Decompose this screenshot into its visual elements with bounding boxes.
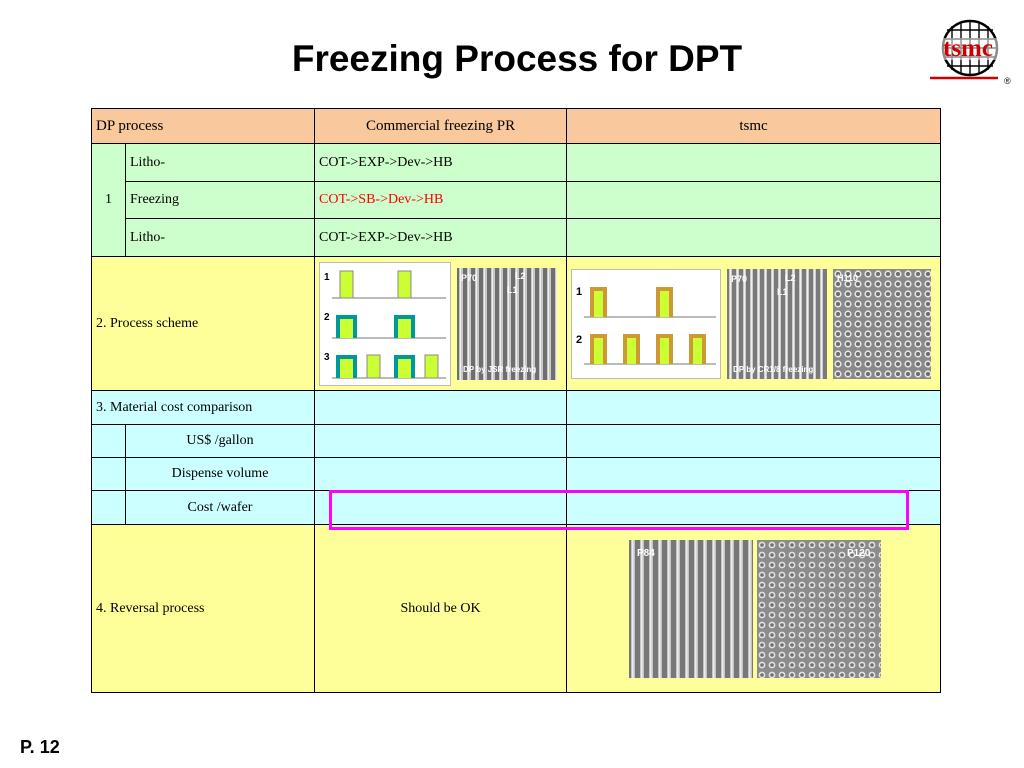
section1-number: 1	[91, 143, 126, 257]
tsmc-process-diagram: 1 2	[571, 268, 722, 379]
sem-tag: P84	[637, 548, 655, 559]
reversal-sem-lines-image: P84	[628, 539, 753, 678]
diagram-step-label: 3	[324, 352, 330, 363]
sem-label: L1	[507, 285, 518, 295]
section1-row2-tsmc	[566, 181, 942, 219]
reversal-sem-holes-image: P120	[756, 539, 881, 678]
section3-row1-label: US$ /gallon	[124, 424, 316, 458]
section1-row1-commercial: COT->EXP->Dev->HB	[314, 143, 568, 182]
sem-tag: P70	[731, 274, 747, 284]
slide-title: Freezing Process for DPT	[291, 38, 743, 79]
table-row: Cost /wafer	[91, 490, 942, 525]
diagram-step-label: 1	[324, 272, 330, 283]
diagram-step-label: 2	[324, 312, 330, 323]
sem-label: L2	[785, 273, 796, 283]
section3-row2-commercial	[314, 457, 568, 491]
tsmc-logo: tsmc ®	[920, 18, 1016, 92]
diagram-step-label: 2	[576, 334, 582, 346]
section4-tsmc-cell: P84 P120	[566, 524, 942, 693]
sem-caption: DP by CR1/8 freezing	[733, 365, 813, 374]
section3-blank-cell	[91, 424, 126, 458]
page-number: P. 12	[20, 737, 60, 757]
sem-label: L2	[515, 271, 526, 281]
commercial-sem-lines-image: P70 L2 L1 DP by JSR freezing	[457, 267, 558, 380]
tsmc-sem-holes-image: H110	[833, 268, 932, 379]
section3-label: 3. Material cost comparison	[90, 390, 316, 425]
section3-row3-label: Cost /wafer	[124, 490, 316, 525]
sem-tag: H110	[837, 273, 858, 283]
section1-row1-tsmc	[566, 143, 942, 182]
table-row: 2. Process scheme 1 2 3	[90, 256, 942, 391]
section4-commercial: Should be OK	[314, 524, 568, 693]
section1-row2-label: Freezing	[124, 181, 316, 219]
section3-row3-commercial	[314, 490, 568, 525]
wafer-logo-icon: tsmc ®	[930, 19, 1011, 86]
table-row: Freezing COT->SB->Dev->HB	[92, 181, 942, 219]
table-row: US$ /gallon	[91, 424, 942, 458]
tsmc-sem-lines-image: P70 L2 L1 DP by CR1/8 freezing	[727, 268, 828, 379]
section3-tsmc	[566, 390, 942, 425]
logo-text: tsmc	[943, 35, 993, 62]
header-dp-process: DP process	[90, 108, 316, 144]
commercial-process-diagram: 1 2 3	[319, 261, 452, 386]
section3-blank-cell	[91, 490, 126, 525]
logo-registered-mark: ®	[1004, 76, 1011, 86]
table-row: 1 Litho- COT->EXP->Dev->HB	[91, 143, 942, 257]
section3-row3-tsmc	[566, 490, 942, 525]
sem-caption: DP by JSR freezing	[463, 365, 536, 374]
section1-row3-commercial: COT->EXP->Dev->HB	[314, 218, 568, 257]
section1-row1-label: Litho-	[124, 143, 316, 182]
section3-row1-commercial	[314, 424, 568, 458]
section2-label: 2. Process scheme	[90, 256, 316, 391]
header-tsmc: tsmc	[566, 108, 942, 144]
sem-label: L1	[777, 287, 788, 297]
header-commercial: Commercial freezing PR	[314, 108, 568, 144]
sem-tag: P120	[847, 548, 871, 559]
section3-commercial	[314, 390, 568, 425]
section3-row1-tsmc	[566, 424, 942, 458]
section1-row2-commercial: COT->SB->Dev->HB	[314, 181, 568, 219]
section3-row2-tsmc	[566, 457, 942, 491]
comparison-table: DP process Commercial freezing PR tsmc 1…	[90, 108, 942, 693]
table-header-row: DP process Commercial freezing PR tsmc	[90, 108, 942, 144]
section3-row2-label: Dispense volume	[124, 457, 316, 491]
section4-label: 4. Reversal process	[90, 524, 316, 693]
section3-blank-cell	[91, 457, 126, 491]
section1-row3-tsmc	[566, 218, 942, 257]
table-row: 4. Reversal process Should be OK P84	[90, 524, 942, 693]
sem-tag: P70	[461, 273, 477, 283]
diagram-step-label: 1	[576, 286, 582, 298]
section2-commercial-cell: 1 2 3	[314, 256, 568, 391]
table-row: Dispense volume	[91, 457, 942, 491]
table-row: 3. Material cost comparison	[90, 390, 942, 425]
table-row: Litho- COT->EXP->Dev->HB	[92, 218, 942, 257]
section2-tsmc-cell: 1 2	[566, 256, 942, 391]
section1-row3-label: Litho-	[124, 218, 316, 257]
